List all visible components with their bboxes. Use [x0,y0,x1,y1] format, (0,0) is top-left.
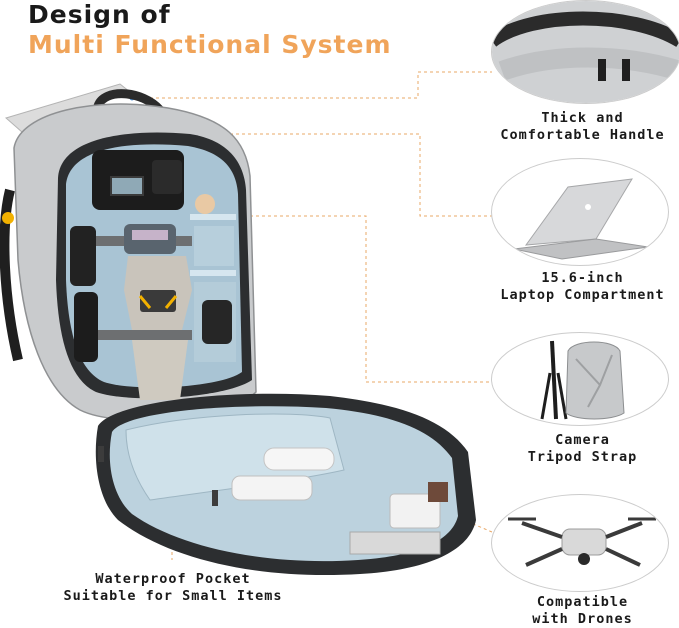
feature-tripod-caption: Camera Tripod Strap [527,432,638,465]
feature-handle-caption: Thick and Comfortable Handle [500,110,665,143]
feature-laptop-image [491,158,669,266]
feature-drone-caption: Compatible with Drones [532,594,633,627]
feature-laptop-caption: 15.6-inch Laptop Compartment [500,270,665,303]
headline-top: Design of [28,0,171,29]
pocket-caption: Waterproof Pocket Suitable for Small Ite… [63,571,283,604]
feature-handle-image [491,0,679,104]
headline-accent: Multi Functional System [28,30,392,59]
feature-tripod-image [491,332,669,426]
feature-drone-image [491,494,669,592]
